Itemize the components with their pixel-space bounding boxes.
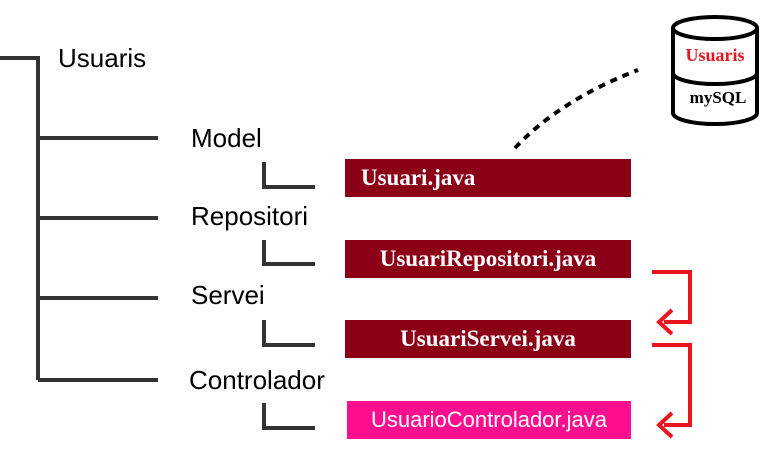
folder-label-model: Model bbox=[191, 123, 262, 153]
flow-arrows bbox=[652, 270, 692, 439]
subbranch-servei-line bbox=[262, 320, 315, 347]
file-label-servei: UsuariServei.java bbox=[400, 326, 576, 351]
database-engine: mySQL bbox=[690, 88, 747, 107]
file-box-usuari: Usuari.java bbox=[345, 159, 631, 197]
file-box-servei: UsuariServei.java bbox=[345, 320, 631, 358]
root-folder-label: Usuaris bbox=[58, 43, 147, 73]
root-connector-line bbox=[0, 56, 40, 380]
flow-arrowhead-controlador bbox=[656, 411, 674, 439]
file-box-repositori: UsuariRepositori.java bbox=[345, 240, 631, 278]
database-middle-ring bbox=[671, 72, 759, 86]
folder-label-repositori: Repositori bbox=[191, 201, 309, 231]
subbranch-usuari-line bbox=[262, 162, 315, 189]
entity-db-connector bbox=[513, 68, 639, 150]
flow-arrow-repositori-to-servei bbox=[652, 270, 692, 324]
database-title: Usuaris bbox=[685, 45, 744, 65]
subbranch-repositori-line bbox=[262, 240, 315, 266]
database-top bbox=[671, 15, 759, 41]
subbranch-controlador-line bbox=[262, 403, 315, 430]
database-body bbox=[671, 28, 759, 126]
folder-label-servei: Servei bbox=[191, 280, 265, 310]
file-label-usuari: Usuari.java bbox=[361, 165, 476, 190]
file-label-controlador: UsuarioControlador.java bbox=[370, 407, 608, 432]
database-icon: Usuaris mySQL bbox=[671, 15, 759, 126]
flow-arrow-servei-to-controlador bbox=[652, 343, 692, 427]
file-label-repositori: UsuariRepositori.java bbox=[379, 246, 597, 271]
folder-label-controlador: Controlador bbox=[189, 365, 325, 395]
tree-structure bbox=[0, 56, 315, 430]
file-box-controlador: UsuarioControlador.java bbox=[347, 401, 631, 439]
flow-arrowhead-servei bbox=[656, 308, 674, 336]
